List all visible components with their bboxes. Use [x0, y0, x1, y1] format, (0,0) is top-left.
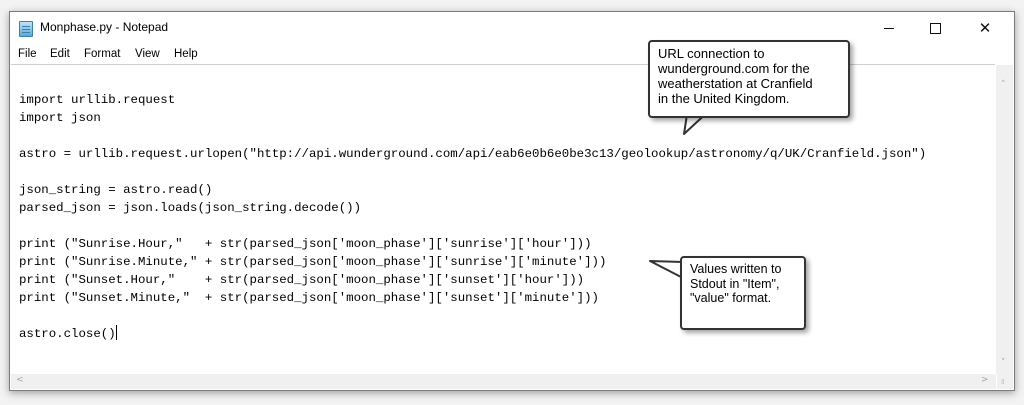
notepad-icon	[19, 21, 33, 37]
values-callout-line: Stdout in "Item",	[690, 276, 780, 291]
horizontal-scrollbar[interactable]: < >	[11, 374, 996, 389]
values-callout-line: "value" format.	[690, 291, 772, 305]
url-callout-line: wunderground.com for the	[658, 61, 810, 76]
resize-grip[interactable]	[997, 374, 1013, 389]
menu-help[interactable]: Help	[174, 48, 198, 60]
title-bar[interactable]: Monphase.py - Notepad ✕	[10, 12, 1014, 45]
code-line: astro = urllib.request.urlopen("http://a…	[19, 147, 927, 161]
menu-format[interactable]: Format	[84, 48, 121, 60]
code-line	[19, 163, 926, 181]
code-line: import urllib.request	[19, 93, 176, 107]
url-callout-line: weatherstation at Cranfield	[658, 76, 813, 91]
scroll-up-icon[interactable]: ˄	[1001, 80, 1006, 90]
scroll-right-icon[interactable]: >	[981, 375, 989, 385]
menu-file[interactable]: File	[18, 48, 37, 60]
maximize-icon	[929, 22, 941, 34]
code-line: astro.close()	[19, 325, 117, 341]
code-line: json_string = astro.read()	[19, 183, 213, 197]
resize-grip-icon: ⁞⁞	[1001, 378, 1005, 386]
code-text: import urllib.request import json astro = …	[19, 91, 926, 343]
url-callout-line: in the United Kingdom.	[658, 91, 790, 106]
menu-edit[interactable]: Edit	[50, 48, 70, 60]
text-caret	[115, 325, 117, 340]
maximize-button[interactable]	[912, 12, 958, 44]
code-line: print ("Sunset.Hour," + str(parsed_json[…	[19, 273, 585, 287]
scroll-down-icon[interactable]: ˅	[1001, 358, 1006, 368]
url-callout-line: URL connection to	[658, 46, 765, 61]
notepad-window: Monphase.py - Notepad ✕ File Edit Format…	[9, 11, 1015, 391]
code-line: print ("Sunset.Minute," + str(parsed_jso…	[19, 291, 599, 305]
values-callout-line: Values written to	[690, 262, 782, 276]
code-line: import json	[19, 111, 101, 125]
code-line: parsed_json = json.loads(json_string.dec…	[19, 201, 362, 215]
code-line: print ("Sunrise.Hour," + str(parsed_json…	[19, 237, 592, 251]
minimize-button[interactable]	[866, 12, 912, 44]
code-line	[19, 217, 926, 235]
code-line	[19, 127, 926, 145]
scroll-left-icon[interactable]: <	[16, 375, 24, 385]
close-button[interactable]: ✕	[962, 12, 1008, 44]
menu-bar: File Edit Format View Help	[10, 45, 1014, 65]
code-line: print ("Sunrise.Minute," + str(parsed_js…	[19, 255, 607, 269]
values-callout: Values written to Stdout in "Item", "val…	[680, 256, 806, 330]
url-callout: URL connection to wunderground.com for t…	[648, 40, 850, 118]
window-title: Monphase.py - Notepad	[40, 20, 169, 34]
minimize-icon	[884, 27, 894, 29]
menu-view[interactable]: View	[135, 48, 160, 60]
vertical-scrollbar[interactable]: ˄ ˅	[996, 65, 1013, 374]
close-icon: ✕	[978, 18, 992, 37]
